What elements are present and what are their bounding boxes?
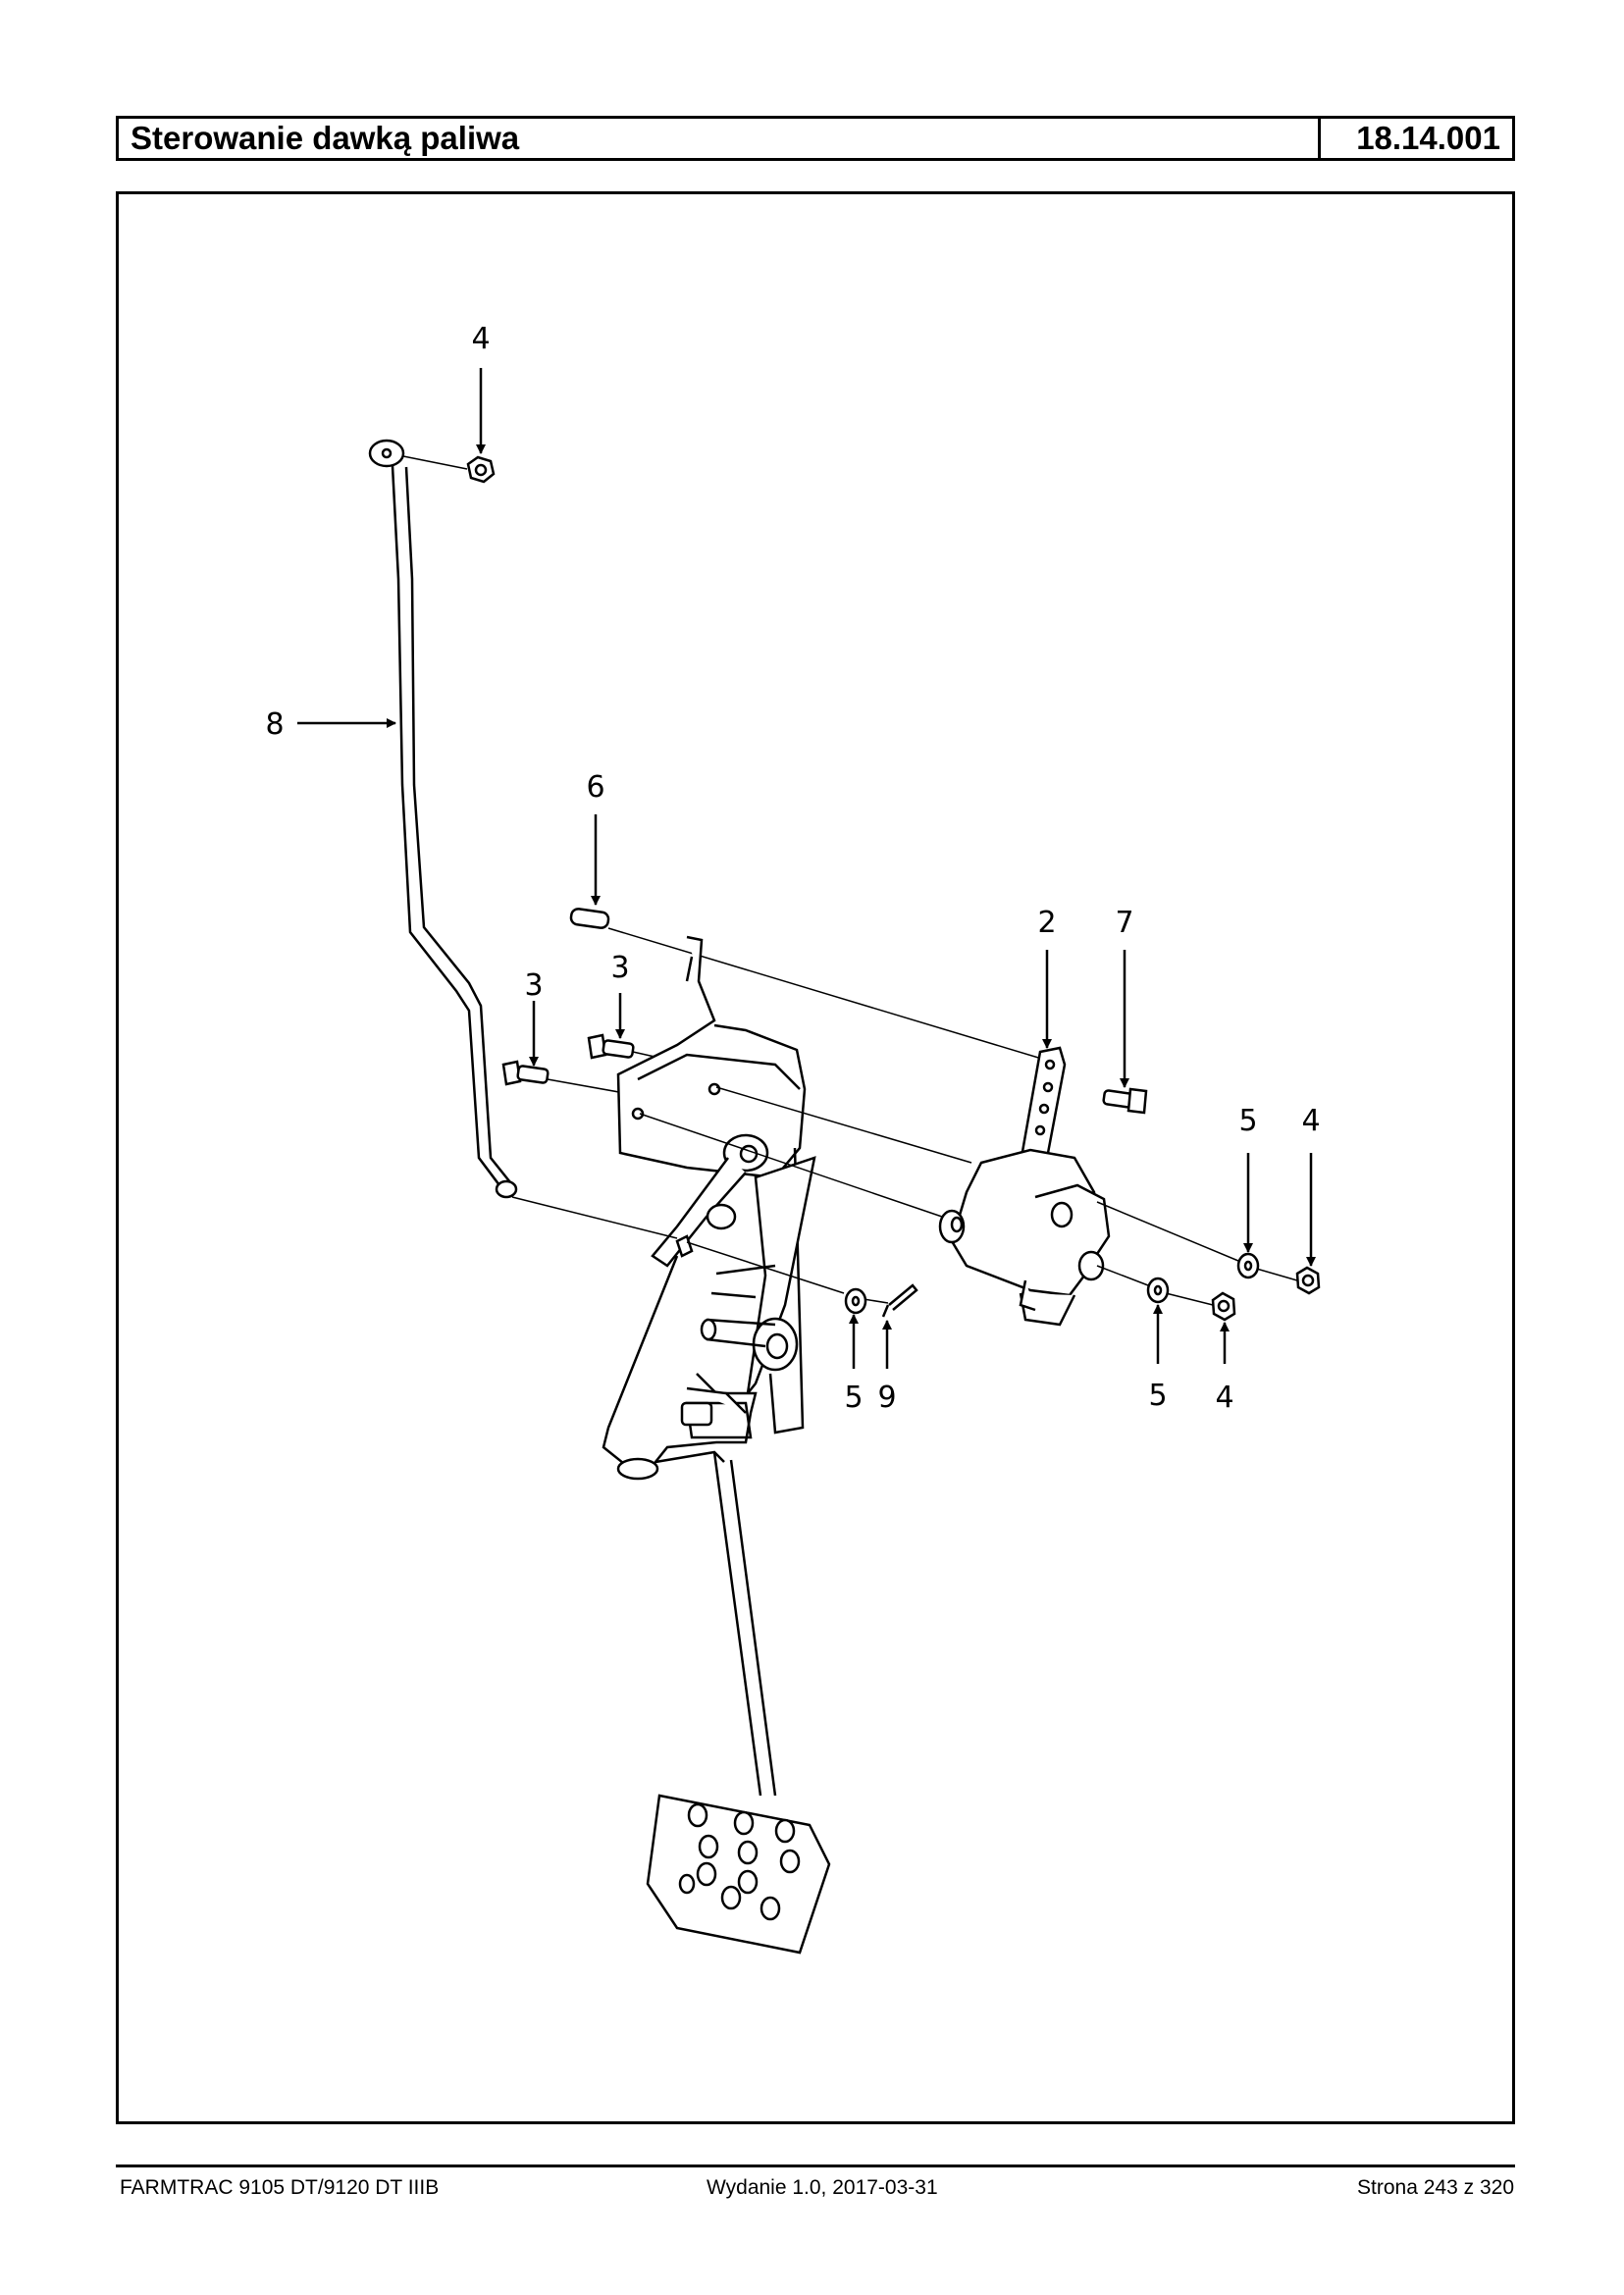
callout-label: 3 (524, 968, 543, 1003)
sensor-lever-2 (1019, 1046, 1067, 1165)
throttle-position-sensor (938, 1148, 1111, 1327)
washer-5-right (1236, 1252, 1260, 1279)
bolt-3-left (501, 1060, 550, 1086)
callout-label: 9 (877, 1381, 896, 1415)
accelerator-pedal (602, 1255, 831, 1955)
callout-label: 5 (844, 1381, 863, 1415)
section-code: 18.14.001 (1356, 120, 1500, 156)
page-title: Sterowanie dawką paliwa (119, 119, 1321, 158)
footer-page-number: Strona 243 z 320 (1357, 2176, 1514, 2199)
callout-label: 5 (1238, 1104, 1257, 1138)
footer-divider (116, 2165, 1515, 2167)
callout-label: 4 (1215, 1381, 1233, 1415)
page-header: Sterowanie dawką paliwa 18.14.001 (116, 116, 1515, 161)
callout-label: 7 (1115, 906, 1133, 940)
bolt-7 (1102, 1087, 1148, 1115)
throttle-rod (368, 439, 518, 1199)
callout-leaders (297, 368, 1316, 1369)
assembly-line (402, 455, 468, 470)
nut-top (466, 455, 496, 484)
assembly-lines (511, 1086, 1298, 1306)
callout-label: 3 (610, 951, 629, 985)
pin-6 (569, 908, 610, 929)
bolt-3-right (587, 1033, 635, 1060)
pedal-linkage (651, 1133, 816, 1398)
nut-4-right (1295, 1266, 1321, 1295)
cotter-pin-9 (881, 1283, 918, 1318)
diagram-frame (116, 191, 1515, 2124)
callout-label: 8 (265, 707, 284, 742)
assembly-line (607, 927, 1046, 1061)
callout-label: 4 (471, 322, 490, 356)
footer-model: FARMTRAC 9105 DT/9120 DT IIIB (120, 2176, 440, 2199)
washer-5-left (844, 1287, 867, 1315)
washer-5-lower (1146, 1277, 1170, 1304)
footer-edition: Wydanie 1.0, 2017-03-31 (707, 2176, 938, 2199)
callout-label: 5 (1148, 1379, 1167, 1413)
callout-label: 4 (1301, 1104, 1320, 1138)
callout-label: 2 (1037, 906, 1056, 940)
callout-label: 6 (586, 770, 604, 805)
nut-4-lower (1211, 1291, 1236, 1322)
